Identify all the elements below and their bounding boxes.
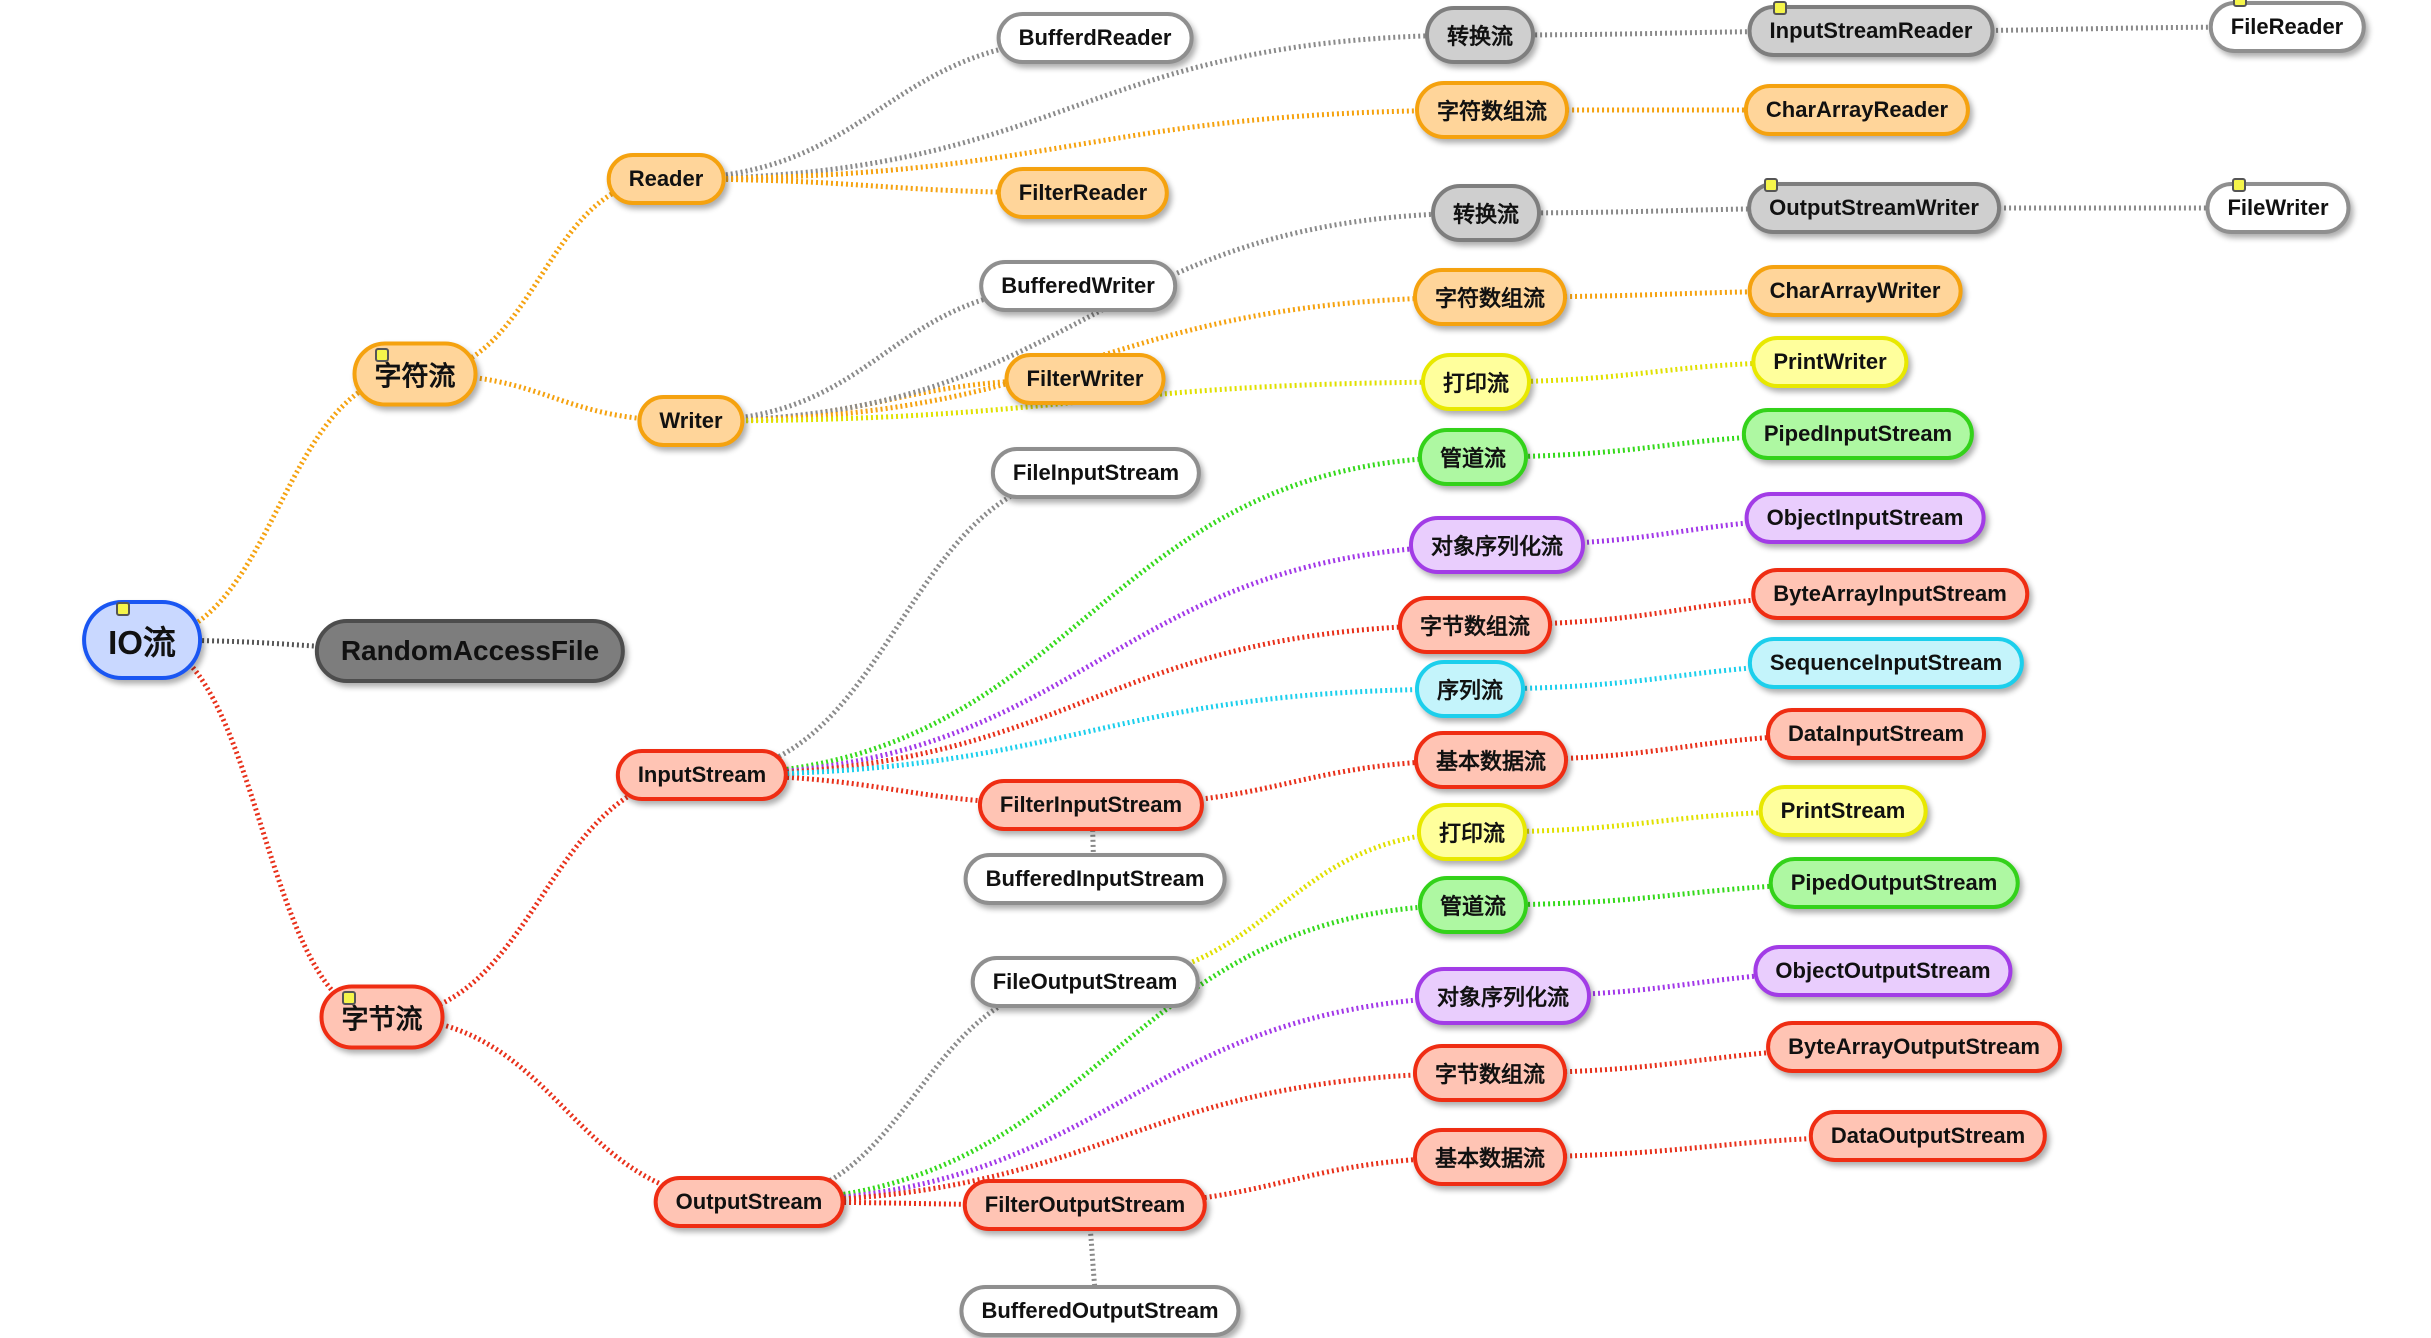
node-io[interactable]: IO流 xyxy=(82,600,202,680)
link-dyw-printwriter xyxy=(1475,359,1831,385)
node-zfr[interactable]: 字符数组流 xyxy=(1414,81,1570,139)
node-zjo[interactable]: 字节数组流 xyxy=(1412,1044,1568,1102)
link-zhr1-isr xyxy=(1479,28,1872,38)
link-writer-bufferedwriter xyxy=(690,283,1079,424)
node-zhw[interactable]: 转换流 xyxy=(1430,184,1542,242)
link-writer-zhw xyxy=(690,210,1487,424)
link-inputstream-dxi xyxy=(701,542,1498,778)
node-gdo[interactable]: 管道流 xyxy=(1417,876,1529,934)
node-dis[interactable]: DataInputStream xyxy=(1765,708,1987,760)
link-byte-outputstream xyxy=(381,1014,750,1205)
node-bais[interactable]: ByteArrayInputStream xyxy=(1751,568,2029,620)
node-byte[interactable]: 字节流 xyxy=(319,984,445,1050)
node-car[interactable]: CharArrayReader xyxy=(1743,84,1971,136)
note-marker-icon[interactable] xyxy=(116,602,130,616)
node-filterreader[interactable]: FilterReader xyxy=(996,167,1170,219)
node-filteroutputstream[interactable]: FilterOutputStream xyxy=(962,1179,1208,1231)
node-writer[interactable]: Writer xyxy=(637,395,745,447)
link-byte-inputstream xyxy=(381,772,703,1020)
node-dyo[interactable]: 打印流 xyxy=(1416,803,1528,861)
note-marker-icon[interactable] xyxy=(375,348,389,362)
node-isr[interactable]: InputStreamReader xyxy=(1747,5,1995,57)
node-zhr1[interactable]: 转换流 xyxy=(1424,6,1536,64)
node-raf[interactable]: RandomAccessFile xyxy=(314,619,626,683)
link-writer-dyw xyxy=(690,379,1477,424)
link-inputstream-xll xyxy=(701,686,1471,778)
node-bufferedinputstream[interactable]: BufferedInputStream xyxy=(963,853,1227,905)
note-marker-icon[interactable] xyxy=(2233,0,2247,7)
node-sis[interactable]: SequenceInputStream xyxy=(1747,637,2025,689)
node-printwriter[interactable]: PrintWriter xyxy=(1751,336,1909,388)
link-inputstream-gdi xyxy=(701,454,1474,778)
node-bufferdreader[interactable]: BufferdReader xyxy=(996,12,1194,64)
link-reader-zhr1 xyxy=(665,32,1481,182)
note-marker-icon[interactable] xyxy=(342,991,356,1005)
node-filterinputstream[interactable]: FilterInputStream xyxy=(977,779,1205,831)
link-outputstream-gdo xyxy=(748,902,1474,1205)
node-char[interactable]: 字符流 xyxy=(352,341,478,407)
node-dxo[interactable]: 对象序列化流 xyxy=(1414,967,1592,1025)
link-char-writer xyxy=(414,371,692,424)
node-pis[interactable]: PipedInputStream xyxy=(1741,408,1975,460)
node-fileoutputstream[interactable]: FileOutputStream xyxy=(970,956,1200,1008)
link-reader-zfr xyxy=(665,107,1493,182)
node-reader[interactable]: Reader xyxy=(606,153,726,205)
node-outputstream[interactable]: OutputStream xyxy=(653,1176,845,1228)
node-jbi[interactable]: 基本数据流 xyxy=(1413,731,1569,789)
node-dyw[interactable]: 打印流 xyxy=(1420,353,1532,411)
node-dxi[interactable]: 对象序列化流 xyxy=(1408,516,1586,574)
note-marker-icon[interactable] xyxy=(1764,178,1778,192)
node-oos[interactable]: ObjectOutputStream xyxy=(1753,945,2013,997)
link-io-char xyxy=(141,371,416,643)
node-filereader[interactable]: FileReader xyxy=(2208,1,2366,53)
link-inputstream-zji xyxy=(701,622,1476,778)
node-bufferedoutputstream[interactable]: BufferedOutputStream xyxy=(959,1285,1241,1337)
link-outputstream-fileoutputstream xyxy=(748,979,1086,1205)
node-fileinputstream[interactable]: FileInputStream xyxy=(990,447,1202,499)
node-filterwriter[interactable]: FilterWriter xyxy=(1004,353,1166,405)
link-outputstream-dxo xyxy=(748,993,1504,1205)
link-dxo-oos xyxy=(1502,968,1884,999)
node-caw[interactable]: CharArrayWriter xyxy=(1747,265,1963,317)
node-xll[interactable]: 序列流 xyxy=(1414,660,1526,718)
node-pos[interactable]: PipedOutputStream xyxy=(1768,857,2020,909)
node-bufferedwriter[interactable]: BufferedWriter xyxy=(979,260,1177,312)
node-filewriter[interactable]: FileWriter xyxy=(2205,182,2351,234)
link-inputstream-fileinputstream xyxy=(701,470,1097,778)
node-inputstream[interactable]: InputStream xyxy=(615,749,789,801)
node-jbo[interactable]: 基本数据流 xyxy=(1412,1128,1568,1186)
node-dos[interactable]: DataOutputStream xyxy=(1808,1110,2048,1162)
node-osw[interactable]: OutputStreamWriter xyxy=(1747,182,2001,234)
note-marker-icon[interactable] xyxy=(2232,178,2246,192)
node-ois[interactable]: ObjectInputStream xyxy=(1744,492,1986,544)
node-gdi[interactable]: 管道流 xyxy=(1417,428,1529,486)
node-zfw[interactable]: 字符数组流 xyxy=(1412,268,1568,326)
link-io-byte xyxy=(141,637,383,1020)
node-printstream[interactable]: PrintStream xyxy=(1758,785,1928,837)
node-baos[interactable]: ByteArrayOutputStream xyxy=(1766,1021,2062,1073)
node-zji[interactable]: 字节数组流 xyxy=(1397,596,1553,654)
note-marker-icon[interactable] xyxy=(1773,1,1787,15)
